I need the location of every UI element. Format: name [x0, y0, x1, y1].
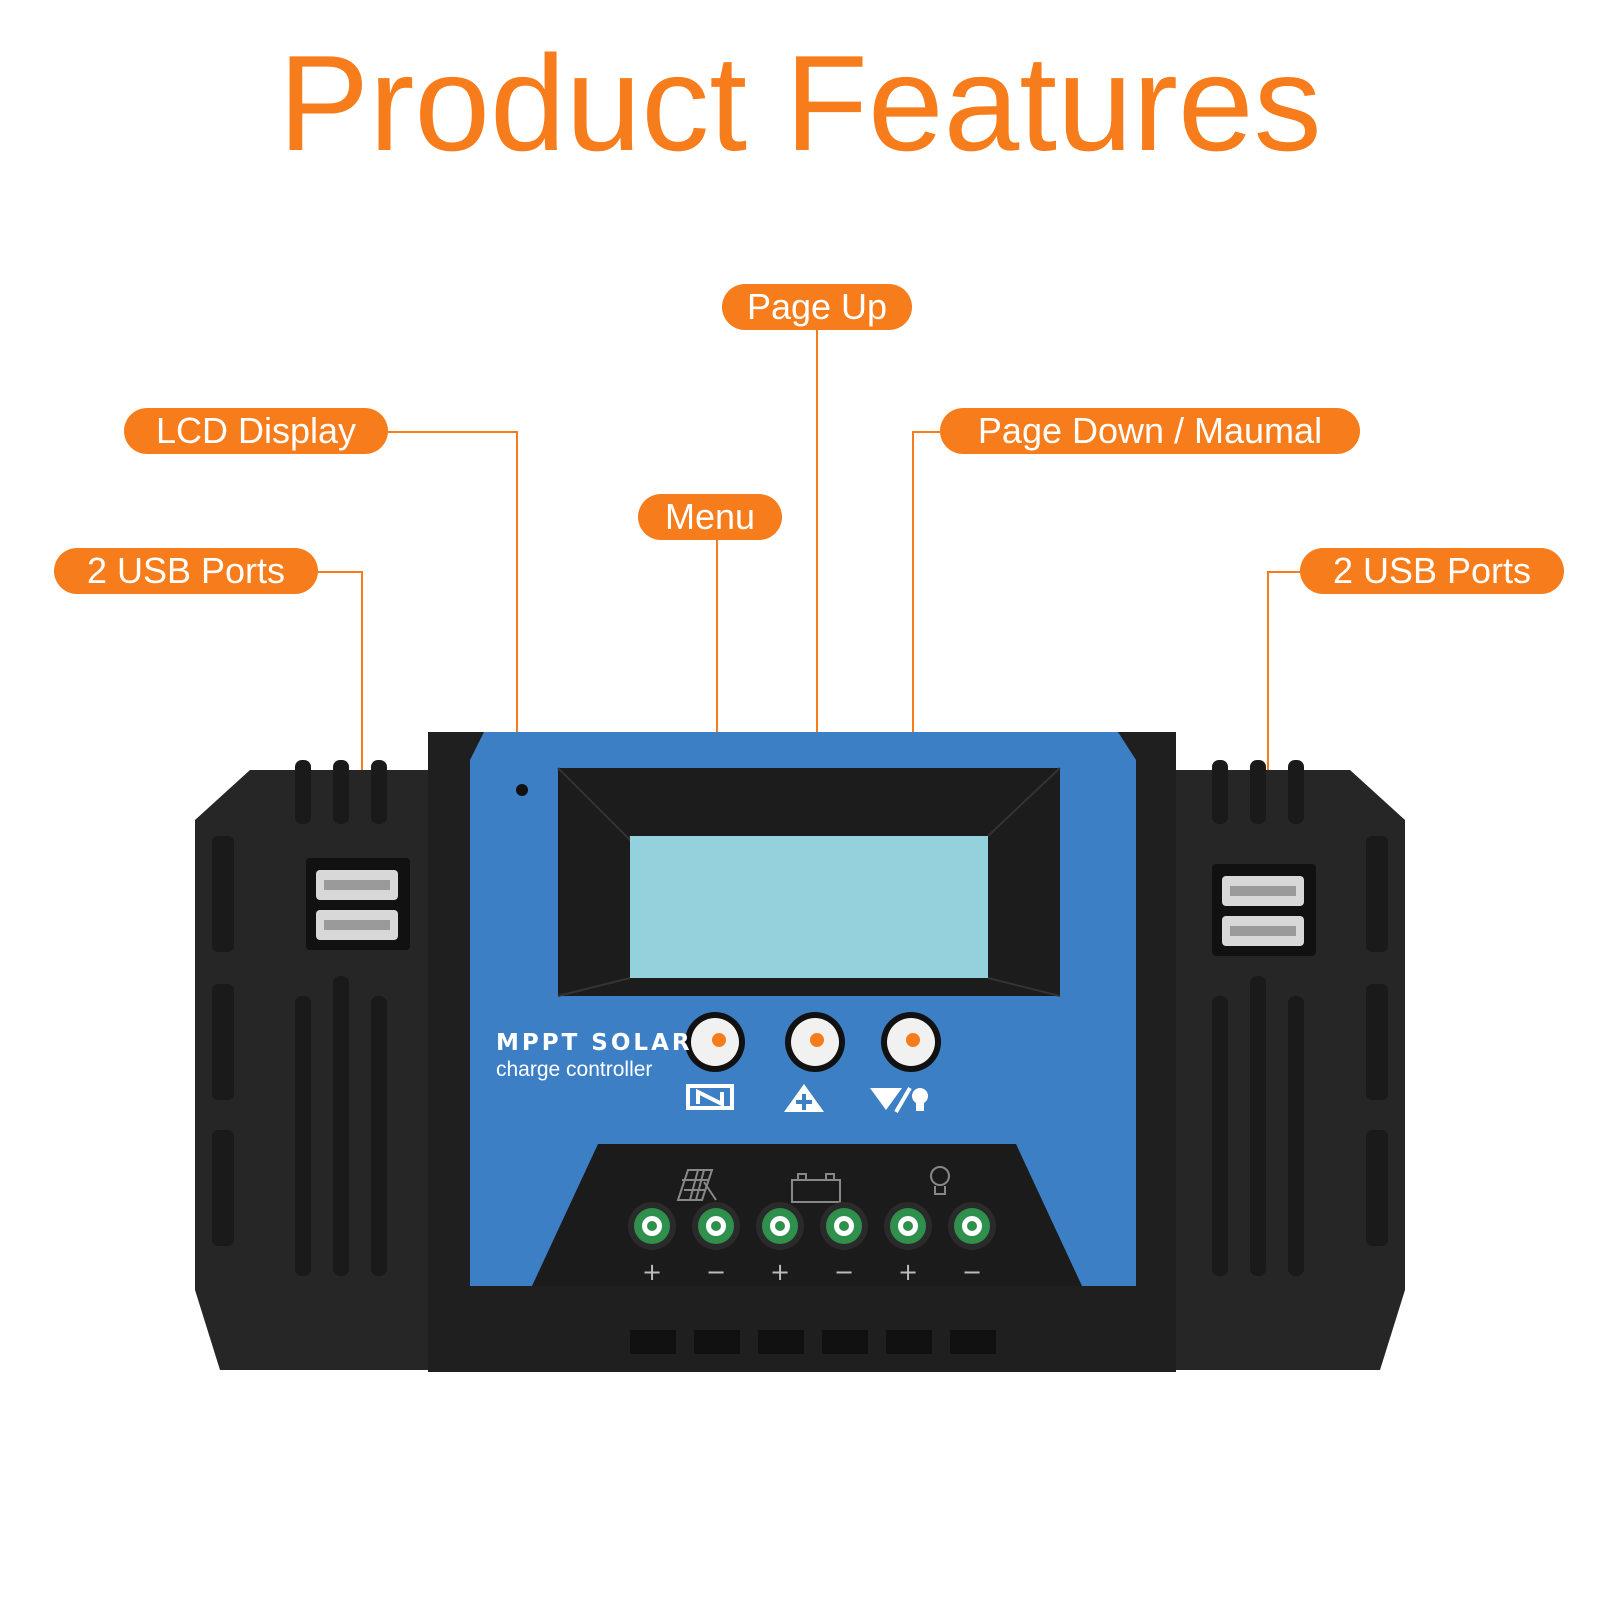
terminal-sign-4: −	[834, 1258, 854, 1286]
terminal-sign-6: −	[962, 1258, 982, 1286]
terminal-5[interactable]	[884, 1202, 932, 1250]
terminal-3[interactable]	[756, 1202, 804, 1250]
bulb-icon	[930, 1166, 950, 1195]
wire-slots	[630, 1330, 996, 1354]
callout-lcd-display: LCD Display	[124, 408, 388, 454]
terminal-sign-5: +	[898, 1258, 918, 1286]
brand-line-2: charge controller	[496, 1058, 653, 1081]
terminal-6[interactable]	[948, 1202, 996, 1250]
lcd-screen	[630, 836, 988, 978]
terminal-sign-1: +	[642, 1258, 662, 1286]
terminal-sign-2: −	[706, 1258, 726, 1286]
terminal-4[interactable]	[820, 1202, 868, 1250]
indicator-led	[516, 784, 528, 796]
solar-panel-icon	[676, 1169, 717, 1201]
down-bulb-icon	[870, 1086, 928, 1114]
warning-up-icon	[784, 1084, 824, 1112]
brand-line-1: MPPT SOLAR	[496, 1030, 693, 1056]
callout-usb-left: 2 USB Ports	[54, 548, 318, 594]
menu-icon	[686, 1084, 734, 1110]
right-wing	[1170, 760, 1405, 1370]
callout-page-up: Page Up	[722, 284, 912, 330]
terminal-1[interactable]	[628, 1202, 676, 1250]
page-title: Product Features	[278, 27, 1322, 179]
callout-menu: Menu	[638, 494, 782, 540]
terminal-block	[532, 1144, 1082, 1286]
callout-page-down: Page Down / Maumal	[940, 408, 1360, 454]
terminal-2[interactable]	[692, 1202, 740, 1250]
left-wing	[195, 760, 430, 1370]
callout-usb-right: 2 USB Ports	[1300, 548, 1564, 594]
battery-icon	[791, 1173, 841, 1203]
terminal-sign-3: +	[770, 1258, 790, 1286]
